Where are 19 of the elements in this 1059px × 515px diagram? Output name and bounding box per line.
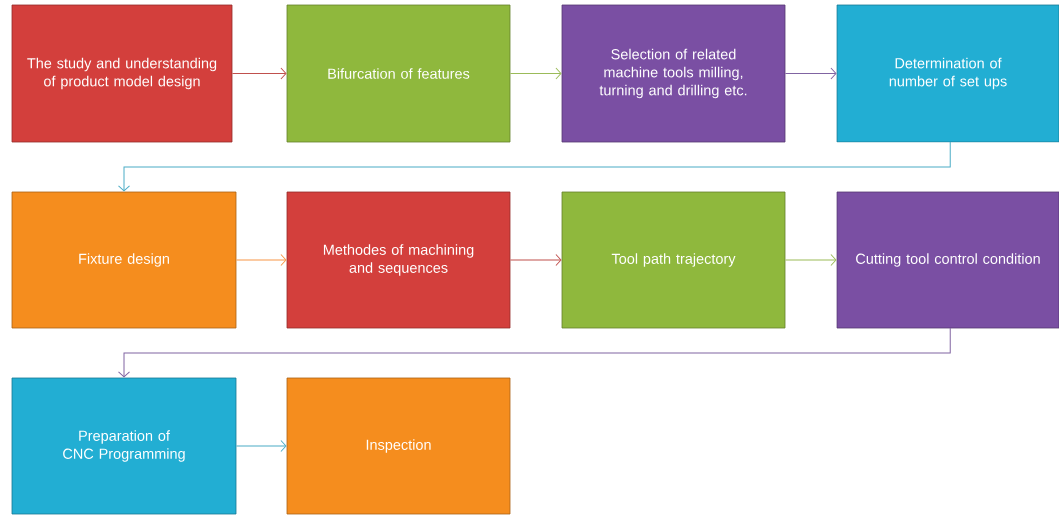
- arrow: [784, 67, 837, 80]
- arrow: [235, 254, 287, 266]
- arrow: [235, 440, 287, 452]
- process-box: Selection of related machine tools milling, turning and drilling etc.: [561, 4, 786, 143]
- process-box: Determination of number of set ups: [836, 4, 1059, 143]
- arrow: [118, 327, 951, 378]
- process-box: Inspection: [286, 377, 511, 515]
- process-box: Methodes of machining and sequences: [286, 191, 511, 329]
- process-box: Bifurcation of features: [286, 4, 511, 143]
- process-box: Tool path trajectory: [561, 191, 786, 329]
- arrow: [118, 141, 951, 192]
- arrow: [509, 254, 562, 266]
- process-box: The study and understanding of product model design: [11, 4, 233, 143]
- arrow: [509, 67, 562, 80]
- process-box: Cutting tool control condition: [836, 191, 1059, 329]
- process-box: Preparation of CNC Programming: [11, 377, 237, 515]
- arrow: [231, 67, 287, 80]
- arrow: [784, 254, 837, 266]
- process-box: Fixture design: [11, 191, 237, 329]
